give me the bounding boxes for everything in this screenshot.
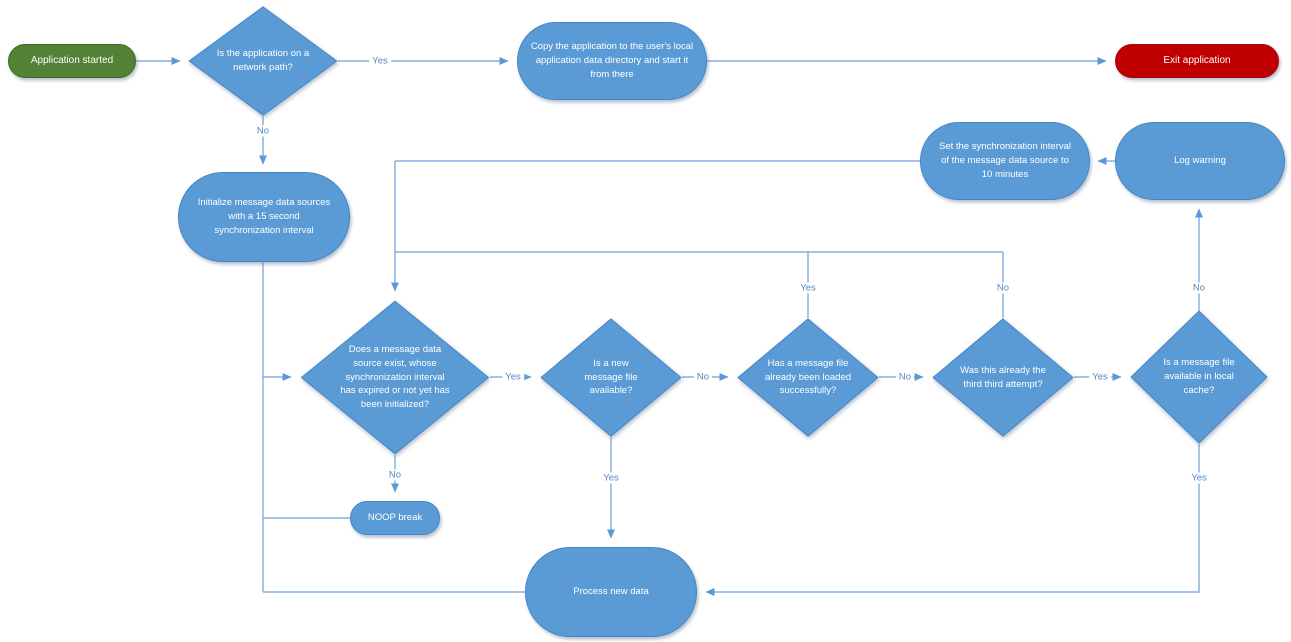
diamond-shape-icon (188, 6, 338, 116)
diamond-shape-icon (737, 318, 879, 437)
node-label: Is a message file available in local cac… (1163, 357, 1235, 396)
node-label: Has a message file already been loaded s… (764, 357, 852, 397)
node-decision-already-loaded: Has a message file already been loaded s… (737, 318, 879, 437)
node-copy-application: Copy the application to the user's local… (517, 22, 707, 100)
node-decision-network-path: Is the application on a network path? (188, 6, 338, 116)
node-label: Copy the application to the user's local… (530, 41, 694, 80)
edge-label-cache-no: No (1189, 282, 1209, 294)
edge-label-cache-yes: Yes (1188, 472, 1210, 484)
node-label: Application started (30, 54, 114, 66)
diamond-shape-icon (540, 318, 682, 437)
edge-label-loaded-no: No (895, 371, 915, 383)
edge-label-exists-yes: Yes (502, 371, 524, 383)
node-noop-break: NOOP break (350, 501, 440, 535)
node-label: Is the application on a network path? (216, 48, 310, 73)
node-label: NOOP break (367, 512, 423, 524)
node-label: Process new data (573, 586, 649, 598)
node-label: Initialize message data sources with a 1… (197, 197, 331, 236)
node-label: Does a message data source exist, whose … (340, 344, 450, 411)
node-decision-third-attempt: Was this already the third third attempt… (932, 318, 1074, 437)
edge-label-newfile-no: No (693, 371, 713, 383)
node-log-warning: Log warning (1115, 122, 1285, 200)
node-set-sync-interval: Set the synchronization interval of the … (920, 122, 1090, 200)
edge-label-network-no: No (253, 125, 273, 137)
node-application-started: Application started (8, 44, 136, 78)
node-label: Exit application (1163, 54, 1231, 66)
node-init-message-sources: Initialize message data sources with a 1… (178, 172, 350, 262)
connector-cache-yes-process (705, 444, 1200, 596)
node-exit-application: Exit application (1115, 44, 1279, 78)
node-label: Was this already the third third attempt… (960, 364, 1046, 390)
diamond-shape-icon (300, 300, 490, 455)
node-process-new-data: Process new data (525, 547, 697, 637)
node-label: Set the synchronization interval of the … (938, 141, 1072, 180)
node-decision-local-cache: Is a message file available in local cac… (1130, 310, 1268, 444)
edge-label-network-yes: Yes (369, 55, 391, 67)
edge-label-newfile-yes: Yes (600, 472, 622, 484)
node-label: Log warning (1174, 155, 1226, 167)
node-label: Is a new message file available? (584, 357, 638, 397)
edge-label-third-no: No (993, 282, 1013, 294)
edge-label-third-yes: Yes (1089, 371, 1111, 383)
node-decision-new-file: Is a new message file available? (540, 318, 682, 437)
edge-label-exists-no: No (385, 469, 405, 481)
diamond-shape-icon (932, 318, 1074, 437)
node-decision-source-exists: Does a message data source exist, whose … (300, 300, 490, 455)
edge-label-loaded-yes: Yes (797, 282, 819, 294)
diamond-shape-icon (1130, 310, 1268, 444)
